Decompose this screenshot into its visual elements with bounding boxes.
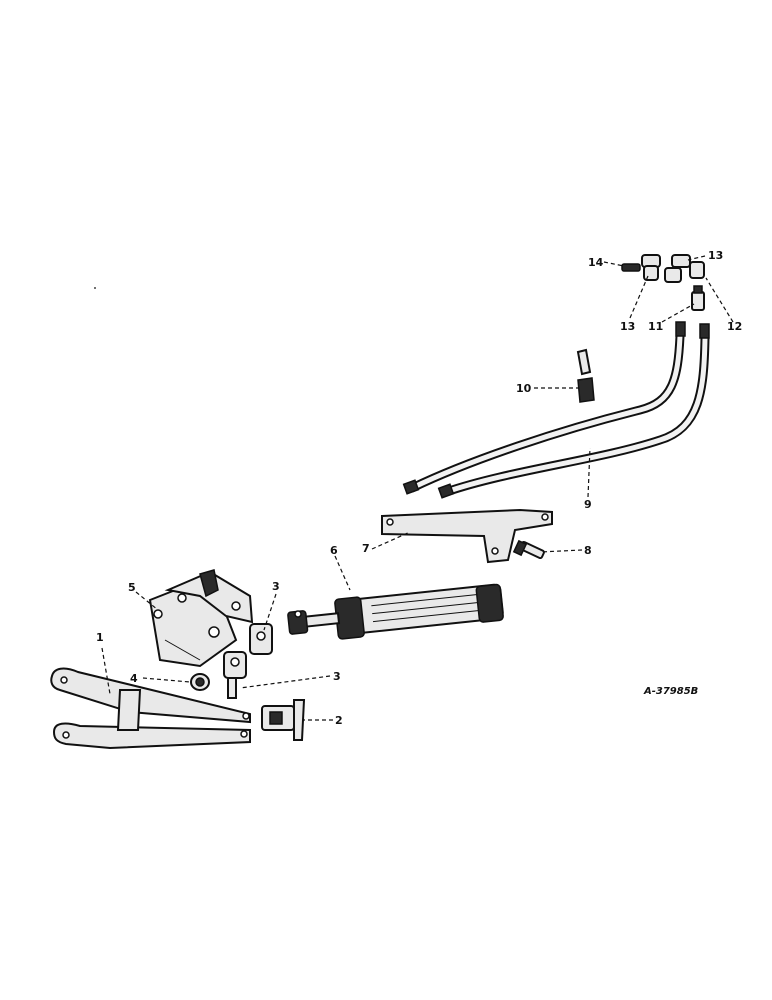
- part-11-fitting: [691, 285, 705, 311]
- callout-7: 7: [362, 542, 370, 555]
- callout-3-upper: 3: [272, 580, 280, 593]
- part-1-lift-arms: [50, 667, 251, 750]
- drawing-code: A-37985B: [643, 686, 698, 697]
- leader-lines: [101, 255, 734, 721]
- callout-6: 6: [330, 544, 338, 557]
- part-9-hoses: [402, 321, 710, 499]
- callout-3-lower: 3: [333, 670, 341, 683]
- part-3-clevis-upper: [249, 623, 273, 655]
- part-8-bolt: [512, 539, 545, 560]
- part-2-pin: [261, 699, 306, 741]
- callout-13-right: 13: [708, 249, 723, 262]
- speck: [94, 287, 96, 289]
- part-10-hose-clamp: [576, 348, 595, 403]
- callout-11: 11: [648, 320, 663, 333]
- callout-2: 2: [335, 714, 343, 727]
- callout-10: 10: [516, 382, 532, 395]
- part-5-rockshaft-bracket: [148, 569, 254, 668]
- part-7-bracket: [381, 508, 553, 564]
- callout-12: 12: [727, 320, 742, 333]
- callout-5: 5: [128, 581, 136, 594]
- part-6-hydraulic-cylinder: [287, 583, 504, 640]
- callout-4: 4: [130, 672, 138, 685]
- callout-9: 9: [584, 498, 592, 511]
- part-12-13-14-fittings: [621, 254, 705, 283]
- callout-1: 1: [96, 631, 104, 644]
- part-3-clevis-lower: [223, 651, 247, 699]
- callout-13-left: 13: [620, 320, 635, 333]
- callout-8: 8: [584, 544, 592, 557]
- part-4-bushing: [190, 673, 210, 691]
- callout-14: 14: [588, 256, 604, 269]
